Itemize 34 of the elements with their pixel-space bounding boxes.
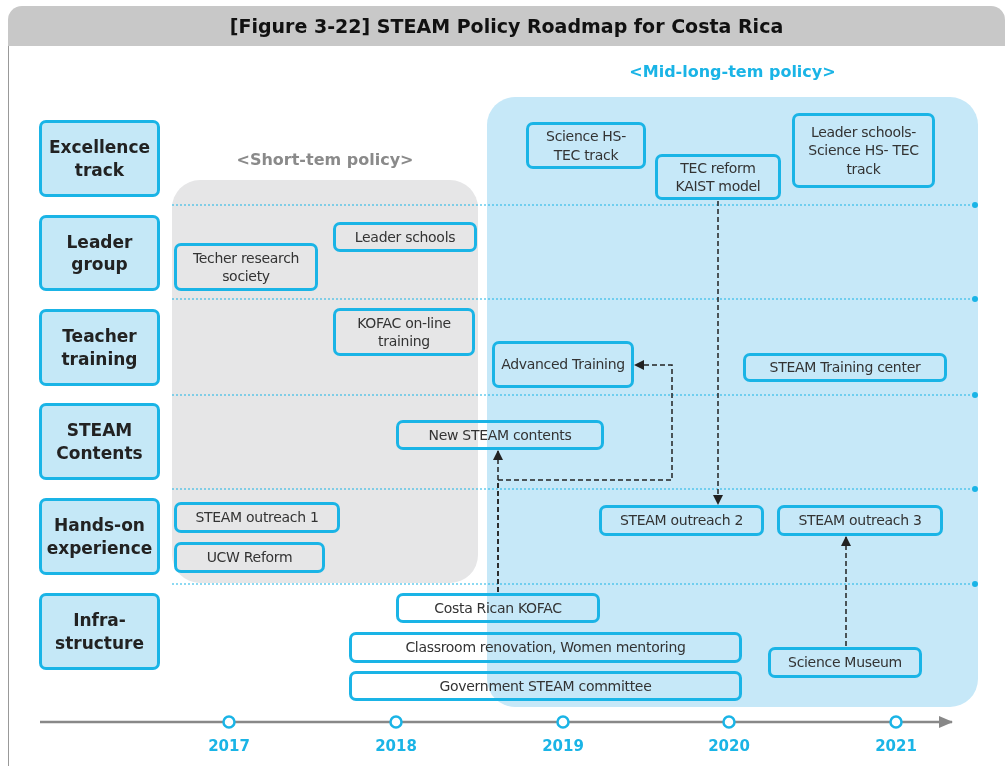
zone-heading: <Mid-long-tem policy> (628, 62, 837, 81)
policy-box: Science Museum (768, 647, 922, 678)
row-header: Teacher training (39, 309, 160, 386)
policy-box: Costa Rican KOFAC (396, 593, 600, 623)
policy-box: Leader schools (333, 222, 477, 252)
row-header: Leader group (39, 215, 160, 291)
policy-box: STEAM Training center (743, 353, 947, 382)
row-header: Excellence track (39, 120, 160, 197)
arrow (841, 536, 851, 647)
row-header: Infra- structure (39, 593, 160, 670)
year-label: 2017 (207, 737, 251, 755)
policy-box: STEAM outreach 2 (599, 505, 764, 536)
arrow (713, 200, 723, 505)
year-label: 2018 (374, 737, 418, 755)
policy-box: UCW Reform (174, 542, 325, 573)
zone-heading: <Short-tem policy> (235, 150, 415, 169)
policy-box: Advanced Training (492, 341, 634, 388)
policy-box: New STEAM contents (396, 420, 604, 450)
policy-box: STEAM outreach 3 (777, 505, 943, 536)
row-header: STEAM Contents (39, 403, 160, 480)
policy-box: KOFAC on-line training (333, 308, 475, 356)
title-bar: [Figure 3-22] STEAM Policy Roadmap for Costa Rica (8, 6, 1005, 46)
row-header: Hands-on experience (39, 498, 160, 575)
policy-box: Government STEAM committee (349, 671, 742, 701)
policy-box: Classroom renovation, Women mentoring (349, 632, 742, 663)
year-label: 2019 (541, 737, 585, 755)
policy-box: Techer research society (174, 243, 318, 291)
policy-box: Science HS- TEC track (526, 122, 646, 169)
policy-box: TEC reform KAIST model (655, 154, 781, 200)
policy-box: STEAM outreach 1 (174, 502, 340, 533)
policy-box: Leader schools- Science HS- TEC track (792, 113, 935, 188)
arrow (497, 360, 673, 593)
year-label: 2020 (707, 737, 751, 755)
year-label: 2021 (874, 737, 918, 755)
